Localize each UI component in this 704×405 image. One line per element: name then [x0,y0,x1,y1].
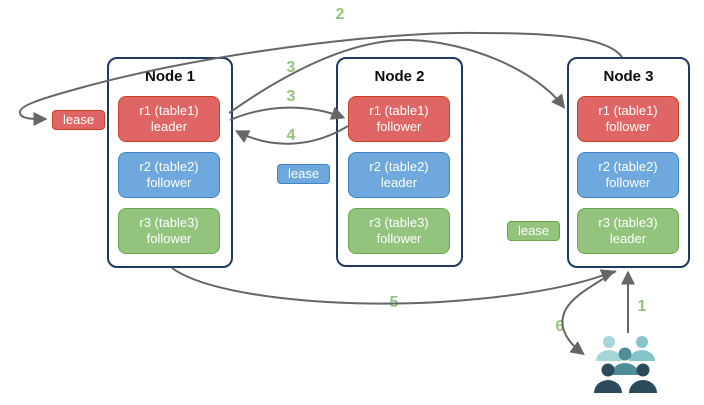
replica-role: follower [605,119,651,134]
replica-role: follower [146,231,192,246]
lease-label-red: lease [52,110,106,130]
user-figure-light-left [596,336,622,361]
replica-label: r1 (table1) [139,102,199,118]
replica-role: follower [146,175,192,190]
replica-label: r2 (table2) [139,158,199,174]
node-2-title: Node 2 [374,68,425,85]
arrow-step-3b [229,106,346,121]
step-4-label: 4 [286,127,296,144]
step-3a-label: 3 [286,59,296,76]
step-3b-label: 3 [286,88,296,105]
node-2-replica-r2: r2 (table2) leader [348,152,450,198]
replica-role: follower [376,231,422,246]
replica-role: follower [376,119,422,134]
node-1-replica-r2: r2 (table2) follower [118,152,220,198]
user-figure-light-right [629,336,655,361]
user-figure-medium-center [611,347,639,375]
step-5-label: 5 [389,294,399,311]
node-1-box: Node 1 r1 (table1) leader r2 (table2) fo… [107,57,233,268]
node-3-replica-r3: r3 (table3) leader [577,208,679,254]
step-1-label: 1 [637,298,647,315]
node-2-replica-r3: r3 (table3) follower [348,208,450,254]
lease-label-blue: lease [277,164,331,184]
node-2-replica-r1: r1 (table1) follower [348,96,450,142]
replica-label: r3 (table3) [598,214,658,230]
replica-label: r1 (table1) [598,102,658,118]
user-figure-dark-left [594,363,622,393]
replica-role: leader [380,175,418,190]
replica-role: follower [605,175,651,190]
node-3-replica-r1: r1 (table1) follower [577,96,679,142]
replica-label: r1 (table1) [369,102,429,118]
node-1-title: Node 1 [144,68,195,85]
node-3-replica-r2: r2 (table2) follower [577,152,679,198]
replica-label: r3 (table3) [369,214,429,230]
user-figure-dark-right [629,363,657,393]
replica-label: r2 (table2) [598,158,658,174]
replica-role: leader [150,119,188,134]
step-6-label: 6 [555,318,565,335]
node-2-box: Node 2 r1 (table1) follower r2 (table2) … [336,57,463,267]
lease-label-green: lease [507,221,561,241]
replica-role: leader [609,231,647,246]
users-icon [594,336,657,393]
node-3-title: Node 3 [603,68,654,85]
replica-label: r2 (table2) [369,158,429,174]
node-3-box: Node 3 r1 (table1) follower r2 (table2) … [567,57,690,268]
arrow-step-6 [561,270,617,356]
replica-label: r3 (table3) [139,214,199,230]
node-1-replica-r1: r1 (table1) leader [118,96,220,142]
node-1-replica-r3: r3 (table3) follower [118,208,220,254]
step-2-label: 2 [335,6,345,23]
